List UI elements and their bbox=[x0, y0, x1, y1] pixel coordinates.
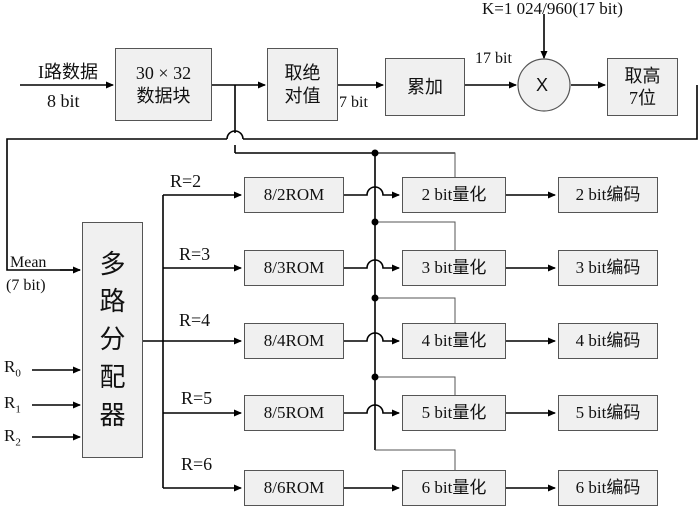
mux-char: 路 bbox=[99, 287, 126, 317]
rate-label-r2: R=2 bbox=[170, 171, 202, 191]
accum-out-bits-label: 17 bit bbox=[475, 50, 512, 67]
mean-bits-label: (7 bit) bbox=[6, 277, 46, 294]
k-constant-label: K=1 024/960(17 bit) bbox=[482, 0, 623, 18]
data-block-box: 30 × 32 数据块 bbox=[115, 48, 212, 121]
quantizer-box-5: 5 bit量化 bbox=[402, 395, 506, 431]
rom-box-3: 8/3ROM bbox=[244, 250, 344, 286]
rom-box-2: 8/2ROM bbox=[244, 177, 344, 213]
mux-char: 器 bbox=[99, 400, 126, 430]
junction-dot bbox=[371, 294, 379, 302]
encoder-box-2: 2 bit编码 bbox=[558, 177, 658, 213]
mux-char: 分 bbox=[99, 325, 126, 355]
mux-char: 多 bbox=[99, 249, 126, 279]
abs-value-box: 取绝 对值 bbox=[267, 48, 338, 121]
quantizer-box-6: 6 bit量化 bbox=[402, 470, 506, 506]
multiplier-circle bbox=[517, 58, 571, 112]
mean-label: Mean bbox=[10, 254, 47, 271]
quantizer-box-4: 4 bit量化 bbox=[402, 323, 506, 359]
rom-quant-line-2 bbox=[344, 259, 400, 272]
quant-feed-4 bbox=[375, 376, 456, 395]
input-label: I路数据 bbox=[38, 62, 98, 82]
mux-char: 配 bbox=[99, 362, 126, 392]
rom-box-4: 8/4ROM bbox=[244, 323, 344, 359]
junction-dot bbox=[371, 149, 379, 157]
rom-quant-line-1 bbox=[344, 186, 400, 199]
input-bits-label: 8 bit bbox=[47, 91, 80, 111]
rate-label-r4: R=4 bbox=[179, 310, 211, 330]
r0-input-label: R0 bbox=[4, 357, 21, 380]
abs-out-bits-label: 7 bit bbox=[339, 94, 368, 111]
quant-feed-5 bbox=[375, 449, 456, 470]
rom-quant-line-4 bbox=[344, 404, 400, 417]
r2-input-label: R2 bbox=[4, 426, 21, 449]
quantizer-box-2: 2 bit量化 bbox=[402, 177, 506, 213]
rom-box-5: 8/5ROM bbox=[244, 395, 344, 431]
quant-feed-3 bbox=[375, 297, 456, 323]
junction-dot bbox=[371, 373, 379, 381]
rom-box-6: 8/6ROM bbox=[244, 470, 344, 506]
r1-input-label: R1 bbox=[4, 393, 21, 416]
top-7-bits-box: 取高 7位 bbox=[607, 58, 678, 116]
rate-label-r3: R=3 bbox=[179, 244, 211, 264]
feedback-line bbox=[6, 85, 698, 271]
rate-label-r6: R=6 bbox=[181, 454, 213, 474]
accumulate-box: 累加 bbox=[385, 58, 465, 116]
rate-label-r5: R=5 bbox=[181, 388, 213, 408]
encoder-box-6: 6 bit编码 bbox=[558, 470, 658, 506]
rom-quant-line-3 bbox=[344, 332, 400, 345]
encoder-box-5: 5 bit编码 bbox=[558, 395, 658, 431]
quant-feed-1 bbox=[375, 152, 456, 177]
encoder-box-3: 3 bit编码 bbox=[558, 250, 658, 286]
junction-dot bbox=[371, 218, 379, 226]
multiplexer-box: 多 路 分 配 器 bbox=[82, 222, 143, 458]
multiplier-symbol: X bbox=[536, 75, 549, 95]
encoder-box-4: 4 bit编码 bbox=[558, 323, 658, 359]
quantizer-box-3: 3 bit量化 bbox=[402, 250, 506, 286]
quant-feed-2 bbox=[375, 221, 456, 250]
